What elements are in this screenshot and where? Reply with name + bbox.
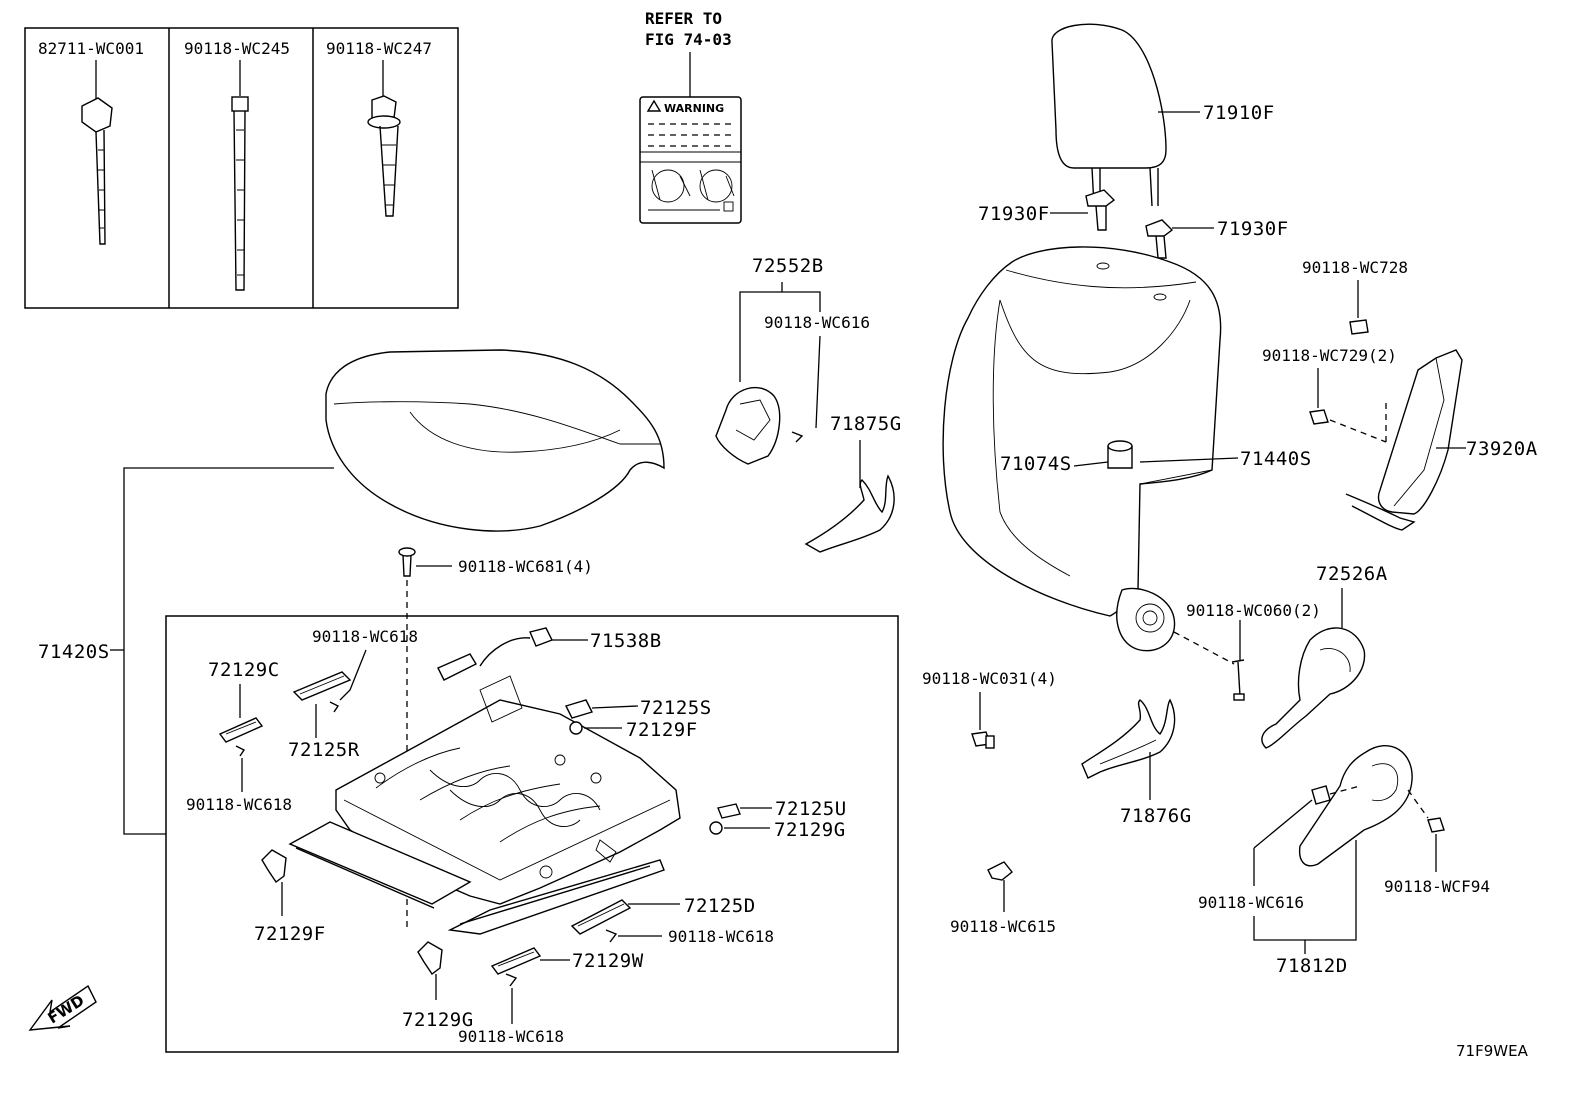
wire-harness-part[interactable] xyxy=(437,627,553,681)
headrest-part[interactable] xyxy=(1051,23,1167,207)
clip-wc615[interactable] xyxy=(987,861,1013,881)
label-72125D[interactable]: 72125D xyxy=(684,895,756,917)
seat-frame-box xyxy=(165,615,899,1053)
label-90118-WCF94[interactable]: 90118-WCF94 xyxy=(1384,877,1490,896)
label-90118-WC031[interactable]: 90118-WC031(4) xyxy=(922,669,1057,688)
refer-line-2: FIG 74-03 xyxy=(645,30,732,49)
trim-cover-72125R[interactable] xyxy=(292,671,352,701)
inset-label-2[interactable]: 90118-WC245 xyxy=(184,39,290,58)
label-90118-WC618-a[interactable]: 90118-WC618 xyxy=(312,627,418,646)
warning-label-part[interactable]: WARNING xyxy=(639,96,742,224)
refer-note: REFER TO FIG 74-03 xyxy=(645,9,732,97)
label-90118-WC618-d[interactable]: 90118-WC618 xyxy=(458,1027,564,1046)
belt-guide-part[interactable] xyxy=(715,386,781,465)
inset-label-3[interactable]: 90118-WC247 xyxy=(326,39,432,58)
seat-rail-part[interactable] xyxy=(288,821,665,935)
cover-72129F-b[interactable] xyxy=(261,849,287,884)
cable-tie-clip-part xyxy=(81,97,113,245)
label-72526A[interactable]: 72526A xyxy=(1316,563,1388,585)
label-73920A[interactable]: 73920A xyxy=(1466,438,1538,460)
cover-72129G-a[interactable] xyxy=(709,821,723,835)
cover-72125U[interactable] xyxy=(717,803,741,819)
bolt-wc031[interactable] xyxy=(971,731,995,749)
clip-wc616-bottom[interactable] xyxy=(1311,785,1331,805)
label-72129G-b[interactable]: 72129G xyxy=(402,1009,474,1031)
label-72125S[interactable]: 72125S xyxy=(640,697,712,719)
inset-label-1[interactable]: 82711-WC001 xyxy=(38,39,144,58)
label-72129F-b[interactable]: 72129F xyxy=(254,923,326,945)
warning-text: WARNING xyxy=(664,102,724,115)
label-90118-WC618-c[interactable]: 90118-WC618 xyxy=(668,927,774,946)
headrest-guide-left[interactable] xyxy=(1085,189,1116,231)
label-71876G[interactable]: 71876G xyxy=(1120,805,1192,827)
clip-wc728[interactable] xyxy=(1349,319,1369,335)
nut-wc729[interactable] xyxy=(1309,409,1329,425)
label-90118-WC615[interactable]: 90118-WC615 xyxy=(950,917,1056,936)
label-72552B[interactable]: 72552B xyxy=(752,255,824,277)
cover-72129W[interactable] xyxy=(490,947,542,975)
label-90118-WC618-b[interactable]: 90118-WC618 xyxy=(186,795,292,814)
clip-wc618-a[interactable] xyxy=(329,701,340,713)
bolt-wc681[interactable] xyxy=(398,547,416,577)
inner-shield-part[interactable] xyxy=(1298,745,1413,867)
seatback-bracket-part[interactable] xyxy=(1081,698,1176,779)
cable-tie-part xyxy=(231,96,249,291)
label-90118-WC616-top[interactable]: 90118-WC616 xyxy=(764,313,870,332)
headrest-guide-right[interactable] xyxy=(1145,219,1174,259)
label-71930F-left[interactable]: 71930F xyxy=(978,203,1050,225)
push-clip-tie-part xyxy=(367,95,401,217)
label-90118-WC728[interactable]: 90118-WC728 xyxy=(1302,258,1408,277)
label-90118-WC616-bottom[interactable]: 90118-WC616 xyxy=(1198,893,1304,912)
cover-72129F-a[interactable] xyxy=(569,721,583,735)
refer-line-1: REFER TO xyxy=(645,9,722,28)
cover-72125S[interactable] xyxy=(565,699,593,719)
seat-frame-part[interactable] xyxy=(335,675,681,905)
label-71910F[interactable]: 71910F xyxy=(1203,102,1275,124)
side-shield-part[interactable] xyxy=(1345,349,1463,531)
screw-wcf94[interactable] xyxy=(1427,817,1445,833)
label-71930F-right[interactable]: 71930F xyxy=(1217,218,1289,240)
seat-cushion-part[interactable] xyxy=(325,349,665,532)
label-90118-WC681[interactable]: 90118-WC681(4) xyxy=(458,557,593,576)
clip-wc618-c[interactable] xyxy=(605,929,618,943)
cover-72125D[interactable] xyxy=(570,899,632,935)
label-72125R[interactable]: 72125R xyxy=(288,739,360,761)
clip-wc618-d[interactable] xyxy=(505,973,518,987)
label-90118-WC729[interactable]: 90118-WC729(2) xyxy=(1262,346,1397,365)
cover-72129G-b[interactable] xyxy=(417,941,443,976)
clip-wc616-top[interactable] xyxy=(791,431,804,443)
diagram-code: 71F9WEA xyxy=(1456,1042,1529,1060)
clip-wc618-b[interactable] xyxy=(235,745,246,757)
fastener-inset-box: 82711-WC001 90118-WC245 90118-WC247 xyxy=(24,27,459,309)
label-72129W[interactable]: 72129W xyxy=(572,950,644,972)
label-71875G[interactable]: 71875G xyxy=(830,413,902,435)
label-72125U[interactable]: 72125U xyxy=(775,798,847,820)
headrest-support-part[interactable] xyxy=(1107,440,1133,469)
recliner-cover-part[interactable] xyxy=(1261,627,1366,749)
label-72129G-a[interactable]: 72129G xyxy=(774,819,846,841)
seat-bracket-part[interactable] xyxy=(804,474,895,553)
bolt-wc060[interactable] xyxy=(1231,659,1245,701)
label-71074S[interactable]: 71074S xyxy=(1000,453,1072,475)
trim-cover-72129C[interactable] xyxy=(218,717,264,743)
label-71812D[interactable]: 71812D xyxy=(1276,955,1348,977)
fwd-arrow-icon: FWD xyxy=(28,984,97,1031)
label-71538B[interactable]: 71538B xyxy=(590,630,662,652)
label-72129F-a[interactable]: 72129F xyxy=(626,719,698,741)
label-90118-WC060[interactable]: 90118-WC060(2) xyxy=(1186,601,1321,620)
seatback-part[interactable] xyxy=(942,246,1222,652)
label-71420S[interactable]: 71420S xyxy=(38,641,110,663)
label-72129C[interactable]: 72129C xyxy=(208,659,280,681)
label-71440S[interactable]: 71440S xyxy=(1240,448,1312,470)
